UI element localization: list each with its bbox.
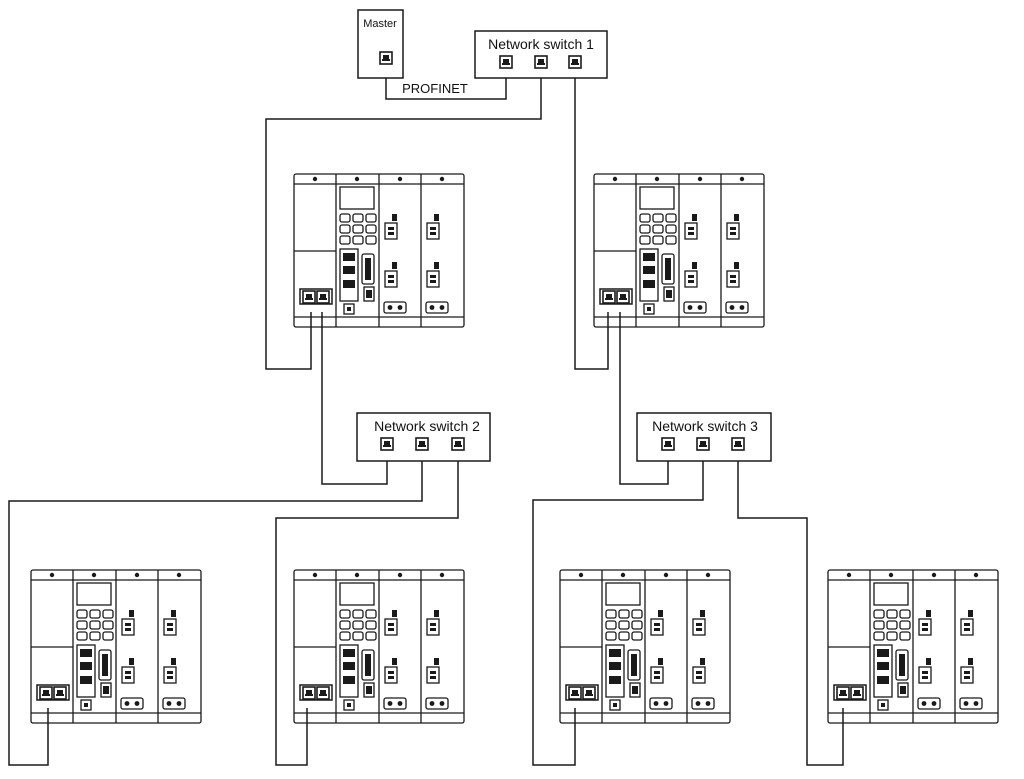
network-switch-1: Network switch 1 xyxy=(474,30,608,79)
network-switch-3-label: Network switch 3 xyxy=(652,418,758,434)
servo-drive-2 xyxy=(594,174,764,327)
port-icon xyxy=(731,437,745,451)
port-icon xyxy=(499,55,513,69)
port-icon xyxy=(534,55,548,69)
port-icon xyxy=(696,437,710,451)
network-switch-2: Network switch 2 xyxy=(356,412,491,462)
servo-drive-5 xyxy=(560,570,730,723)
servo-drive-3 xyxy=(31,570,201,723)
master-controller: Master xyxy=(357,9,404,79)
servo-drive-6 xyxy=(828,570,998,723)
servo-drive-1 xyxy=(294,174,464,327)
port-icon xyxy=(380,437,394,451)
master-label: Master xyxy=(363,18,397,30)
servo-drive-4 xyxy=(294,570,464,723)
master-port-icon xyxy=(379,51,393,65)
network-cables xyxy=(8,68,844,766)
port-icon xyxy=(451,437,465,451)
network-switch-2-label: Network switch 2 xyxy=(374,418,480,434)
port-icon xyxy=(661,437,675,451)
network-switch-1-label: Network switch 1 xyxy=(488,36,594,52)
profinet-link-label: PROFINET xyxy=(402,81,468,96)
port-icon xyxy=(568,55,582,69)
network-switch-3: Network switch 3 xyxy=(636,412,772,462)
port-icon xyxy=(415,437,429,451)
